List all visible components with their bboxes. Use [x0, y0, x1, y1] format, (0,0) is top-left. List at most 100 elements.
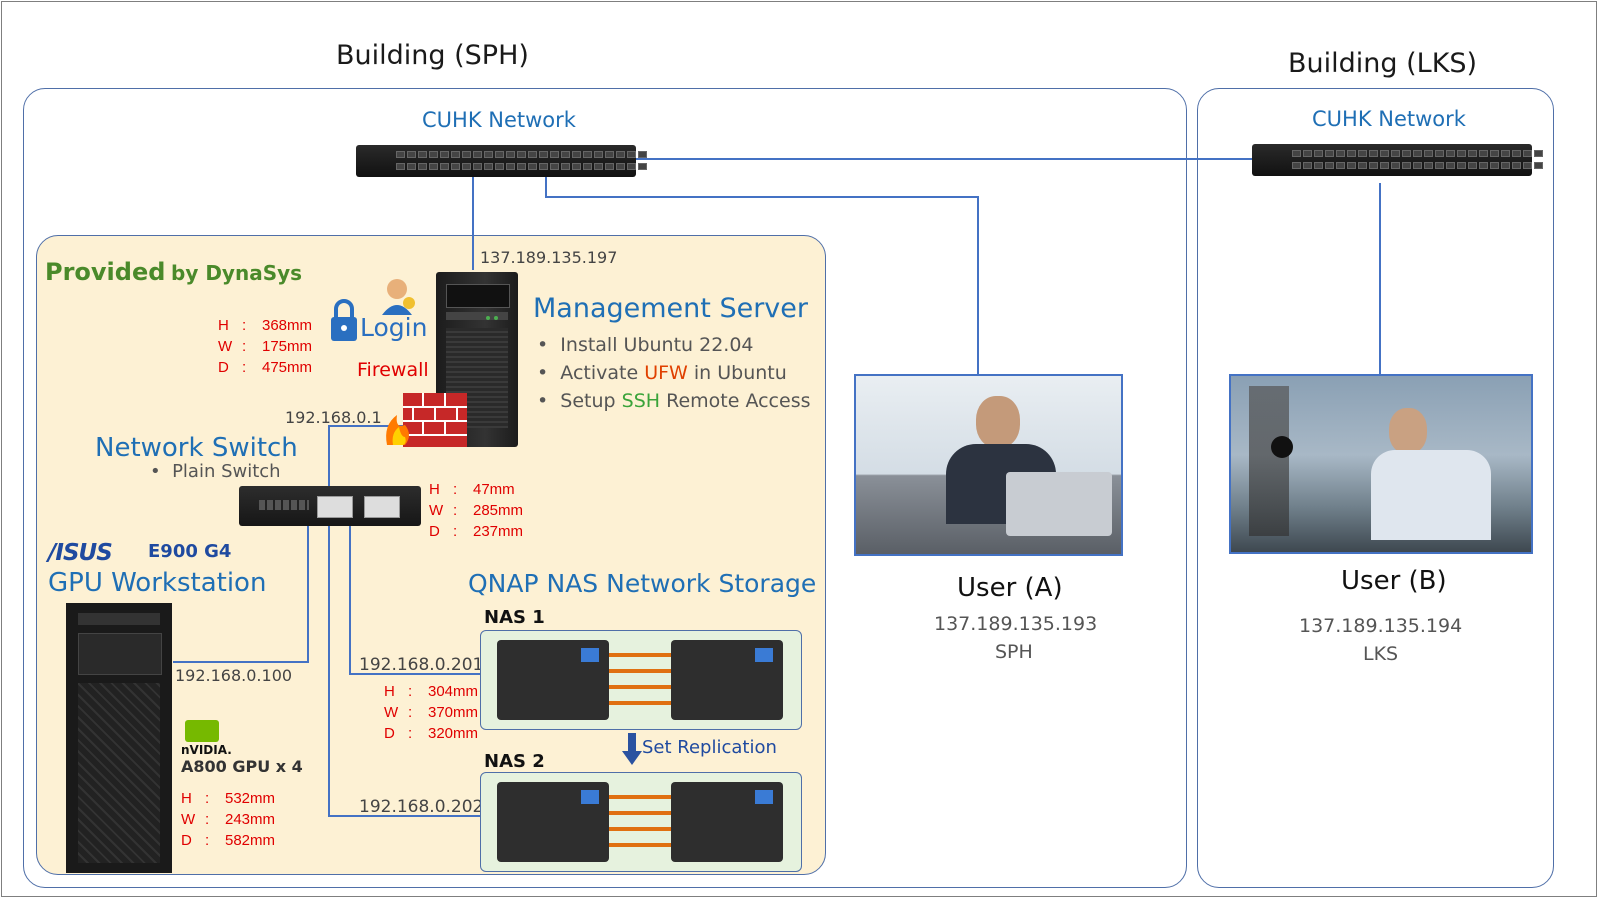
dim-key-d: D	[429, 523, 440, 540]
nas1-unit-b	[671, 640, 783, 720]
dim-sep: :	[242, 359, 247, 376]
login-text: Login	[360, 313, 428, 342]
nas2-label: NAS 2	[484, 751, 545, 772]
mgmt-dim-d: 475mm	[262, 359, 313, 376]
nas2-box	[480, 772, 802, 872]
nas2-unit-b	[671, 782, 783, 862]
nas2-ip: 192.168.0.202	[359, 797, 484, 817]
ufw-highlight: UFW	[644, 362, 688, 384]
nas1-ip: 192.168.0.201	[359, 655, 484, 675]
building-sph-title: Building (SPH)	[336, 40, 529, 71]
by-dynasys-word: by DynaSys	[171, 261, 303, 285]
dim-sep: :	[205, 832, 210, 849]
mgmt-bullets: • Install Ubuntu 22.04 • Activate UFW in…	[537, 331, 811, 415]
firewall-lan-ip: 192.168.0.1	[285, 408, 382, 427]
switch-dim-w: 285mm	[473, 502, 524, 519]
line-switch-to-nas2	[328, 523, 482, 817]
dim-key-w: W	[218, 338, 233, 355]
dim-key-h: H	[384, 683, 395, 700]
provided-word: Provided	[45, 258, 166, 286]
switch-bullet: • Plain Switch	[150, 461, 281, 482]
replication-arrow-icon	[622, 733, 642, 771]
mgmt-bullet-2-post: in Ubuntu	[687, 362, 787, 384]
mgmt-bullet-3-post: Remote Access	[660, 390, 811, 412]
asus-logo: /ISUS	[48, 540, 113, 566]
sph-network-label: CUHK Network	[422, 108, 576, 132]
mgmt-bullet-2: • Activate UFW in Ubuntu	[537, 362, 787, 384]
mgmt-bullet-3-pre: Setup	[560, 390, 622, 412]
firewall-label: Firewall	[357, 359, 429, 381]
mgmt-public-ip: 137.189.135.197	[480, 248, 618, 267]
mgmt-dim-h: 368mm	[262, 317, 313, 334]
building-lks-region	[1197, 88, 1554, 888]
user-b-photo	[1229, 374, 1533, 554]
dim-sep: :	[453, 502, 458, 519]
switch-bullet-text: Plain Switch	[172, 461, 281, 482]
dim-sep: :	[408, 683, 413, 700]
dim-sep: :	[205, 790, 210, 807]
mgmt-dim-w: 175mm	[262, 338, 313, 355]
mgmt-bullet-2-pre: Activate	[560, 362, 645, 384]
nas2-unit-a	[497, 782, 609, 862]
gpu-title: GPU Workstation	[48, 568, 267, 598]
dim-key-h: H	[429, 481, 440, 498]
dim-sep: :	[242, 317, 247, 334]
nas1-box	[480, 630, 802, 730]
nas1-unit-a	[497, 640, 609, 720]
nas1-label: NAS 1	[484, 607, 545, 628]
gpu-dimensions: H:532mm W:243mm D:582mm	[181, 788, 275, 851]
nas-title: QNAP NAS Network Storage	[468, 569, 817, 598]
switch-dim-h: 47mm	[473, 481, 515, 498]
user-a-site: SPH	[995, 641, 1033, 663]
switch-title: Network Switch	[95, 433, 298, 463]
user-b-ip: 137.189.135.194	[1299, 615, 1463, 637]
gpu-dim-d: 582mm	[225, 832, 276, 849]
gpu-ip: 192.168.0.100	[175, 666, 293, 685]
gpu-workstation-tower	[66, 603, 172, 873]
mgmt-bullet-1: • Install Ubuntu 22.04	[537, 334, 754, 356]
gpu-dim-w: 243mm	[225, 811, 276, 828]
building-lks-title: Building (LKS)	[1288, 48, 1478, 79]
gpu-model: E900 G4	[148, 541, 232, 562]
dim-key-h: H	[218, 317, 229, 334]
line-core-to-user-a	[545, 175, 979, 374]
dim-key-w: W	[384, 704, 399, 721]
line-switch-to-gpu	[173, 523, 309, 663]
dim-sep: :	[242, 338, 247, 355]
replication-label: Set Replication	[642, 737, 777, 758]
lks-network-label: CUHK Network	[1312, 107, 1466, 131]
dim-key-w: W	[181, 811, 196, 828]
mgmt-title: Management Server	[533, 293, 808, 324]
dim-sep: :	[408, 704, 413, 721]
switch-dim-d: 237mm	[473, 523, 524, 540]
switch-dimensions: H:47mm W:285mm D:237mm	[429, 479, 523, 542]
nas-dim-w: 370mm	[428, 704, 479, 721]
nvidia-wordmark: nVIDIA.	[181, 743, 232, 757]
user-b-name: User (B)	[1341, 566, 1447, 596]
gpu-label: A800 GPU x 4	[181, 757, 303, 776]
dim-key-d: D	[218, 359, 229, 376]
nas-dimensions: H:304mm W:370mm D:320mm	[384, 681, 478, 744]
user-b-site: LKS	[1363, 643, 1399, 665]
dim-sep: :	[453, 523, 458, 540]
dim-sep: :	[408, 725, 413, 742]
nvidia-icon	[185, 720, 219, 742]
dim-key-w: W	[429, 502, 444, 519]
mgmt-bullet-3: • Setup SSH Remote Access	[537, 390, 811, 412]
user-a-ip: 137.189.135.193	[934, 613, 1098, 635]
gpu-dim-h: 532mm	[225, 790, 276, 807]
dim-key-h: H	[181, 790, 192, 807]
lks-core-switch	[1252, 144, 1543, 176]
dim-key-d: D	[384, 725, 395, 742]
sph-core-switch	[356, 145, 647, 177]
ssh-highlight: SSH	[621, 390, 661, 412]
dim-sep: :	[205, 811, 210, 828]
nas-dim-h: 304mm	[428, 683, 479, 700]
user-a-name: User (A)	[957, 573, 1063, 603]
user-a-photo	[854, 374, 1123, 556]
provided-label: Provided by DynaSys	[45, 258, 302, 286]
dim-sep: :	[453, 481, 458, 498]
building-sph-region	[23, 88, 1187, 888]
